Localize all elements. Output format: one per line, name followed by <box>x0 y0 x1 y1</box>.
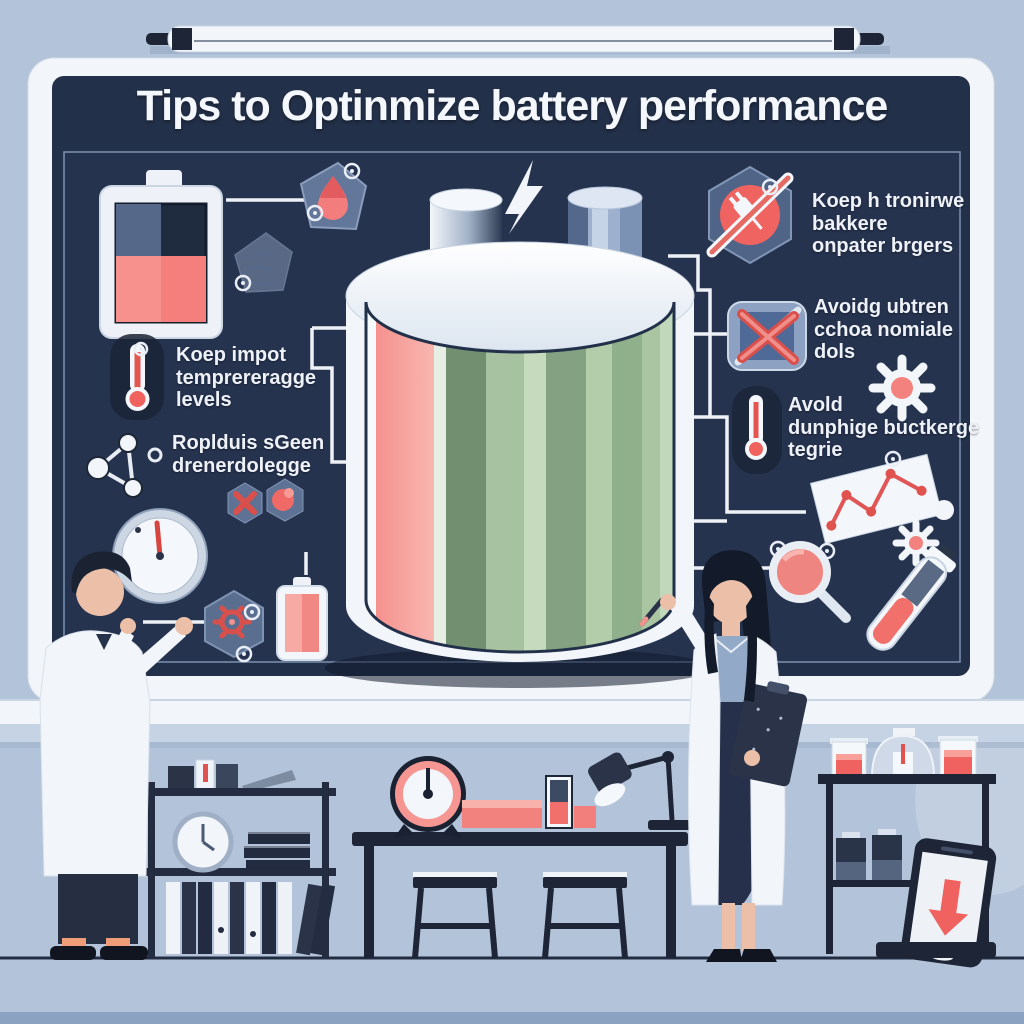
tip-keep-temperature: Koep impot temprereragge levels <box>176 344 317 412</box>
tip-keep-charger: Koep h tronirwe bakkere onpater brgers <box>812 190 965 258</box>
molecule-icon <box>86 433 163 498</box>
blob-hexagon-icon <box>266 478 304 522</box>
x-hexagon-icon <box>227 482 263 524</box>
bell-jar <box>870 728 936 779</box>
droplet-pentagon-icon <box>299 161 368 231</box>
battery-cap <box>345 241 695 351</box>
battery-low-icon <box>99 170 223 339</box>
jar-red <box>938 736 978 779</box>
gear-hexagon-icon <box>204 589 264 659</box>
gear-large-icon <box>868 354 936 422</box>
battery-terminal-right <box>567 186 643 260</box>
battery-blocks <box>462 775 596 829</box>
gear-small-icon <box>892 519 940 567</box>
female-scientist <box>639 550 808 962</box>
woman-hand <box>660 594 676 610</box>
board-ledge <box>0 699 1024 748</box>
thermometer-right-icon <box>732 386 782 474</box>
test-tube-icon <box>866 544 956 651</box>
thermometer-left-icon <box>110 334 164 420</box>
phone-drain-arrow-icon <box>928 879 969 936</box>
poster-title: Tips to Optinmize battery performance <box>136 82 889 130</box>
marker-rod <box>146 25 890 54</box>
supply-cart <box>818 728 997 968</box>
scribble-pentagon-icon <box>234 232 293 293</box>
white-dot <box>934 500 954 520</box>
smartphone <box>901 838 997 968</box>
timer-clock <box>390 756 466 838</box>
doodle-marks <box>133 162 902 663</box>
central-battery <box>325 186 715 688</box>
pointing-hand <box>175 617 193 635</box>
jar-red <box>830 738 868 779</box>
gauge-icon <box>112 508 208 604</box>
magnifier-icon <box>769 541 851 623</box>
tip-avoid-discharge: Roplduis sGeen drenerdolegge <box>172 432 325 477</box>
floor-strip <box>0 1012 1024 1024</box>
lightning-icon <box>505 160 543 234</box>
tip-avoid-extreme: Avoidg ubtren cchoa nomiale dols <box>814 296 953 364</box>
desk-lamp <box>588 751 692 830</box>
battery-x-badge-icon <box>727 301 807 371</box>
battery-stripes <box>366 302 674 652</box>
battery-red-icon <box>276 577 328 661</box>
woman-head <box>709 580 753 624</box>
lab-table <box>352 832 688 958</box>
male-scientist <box>39 551 193 960</box>
dark-batteries <box>836 829 902 880</box>
stool <box>542 872 628 959</box>
line-chart-card-icon <box>809 453 943 545</box>
man-head <box>76 568 124 616</box>
phone-dock <box>876 942 996 958</box>
stool <box>412 872 498 959</box>
tip-avoid-overcharge: Avold dunphige buctkerge tegrie <box>788 394 980 462</box>
man-hair <box>71 551 132 594</box>
binders <box>166 882 336 956</box>
bookshelf <box>142 759 336 958</box>
